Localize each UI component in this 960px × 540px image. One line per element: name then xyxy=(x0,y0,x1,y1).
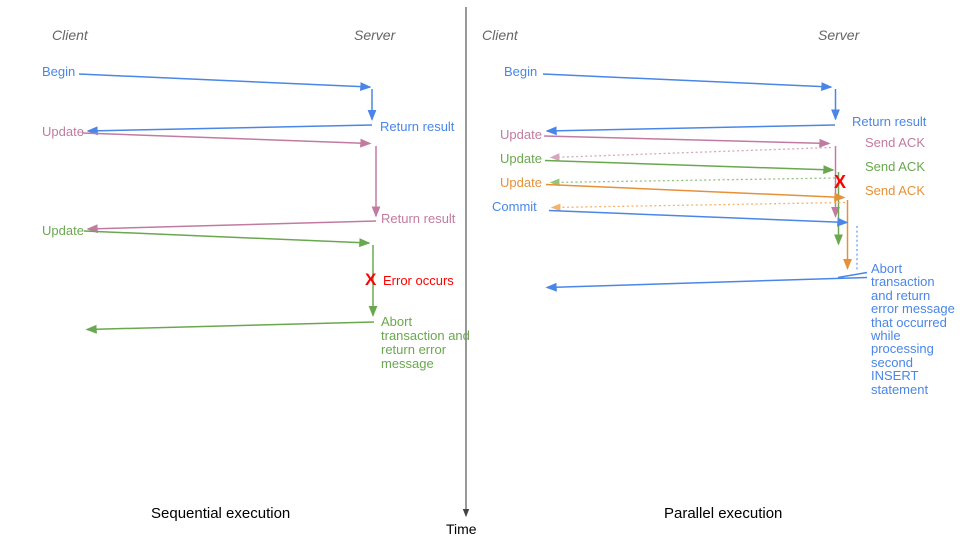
right-abort-connector-line xyxy=(837,271,868,279)
right-commit-request-arrow xyxy=(548,209,849,227)
left-error-x-icon: X xyxy=(365,270,377,289)
right-update-2-label: Update xyxy=(500,151,542,166)
right-client-header: Client xyxy=(482,27,518,43)
right-send-ack-3-arrow xyxy=(550,201,846,212)
right-update-1-request-arrow xyxy=(543,135,831,148)
right-send-ack-1-arrow xyxy=(549,146,832,162)
right-send-ack-2-label: Send ACK xyxy=(865,159,925,174)
left-update-2-request-arrow xyxy=(83,230,371,248)
left-update-1-request-arrow xyxy=(81,132,372,148)
right-diagram-title: Parallel execution xyxy=(664,505,783,522)
right-server-header: Server xyxy=(818,27,860,43)
right-abort-return-arrow xyxy=(545,276,868,292)
left-return-result-2-label: Return result xyxy=(381,211,456,226)
right-update-3-label: Update xyxy=(500,175,542,190)
left-error-occurs-label: Error occurs xyxy=(383,273,454,288)
right-update-3-request-arrow xyxy=(545,183,846,202)
left-begin-label: Begin xyxy=(42,64,76,79)
right-commit-label: Commit xyxy=(492,199,537,214)
right-error-x-icon: X xyxy=(834,172,847,192)
left-client-header: Client xyxy=(52,27,88,43)
right-abort-message-label: Abort transaction and return error messa… xyxy=(871,261,955,397)
left-update-2-label: Update xyxy=(42,223,84,238)
time-axis-label: Time xyxy=(446,521,477,537)
right-return-result-label: Return result xyxy=(852,114,927,129)
left-abort-return-arrow xyxy=(85,321,375,334)
left-return-result-1-label: Return result xyxy=(380,119,455,134)
right-send-ack-2-arrow xyxy=(549,177,836,187)
right-update-2-request-arrow xyxy=(544,159,835,175)
right-return-result-arrow xyxy=(545,124,836,136)
left-begin-request-arrow xyxy=(78,73,372,92)
right-begin-request-arrow xyxy=(542,73,833,92)
left-update-1-label: Update xyxy=(42,124,84,139)
right-send-ack-3-label: Send ACK xyxy=(865,183,925,198)
left-abort-message-label: Abort transaction and return error messa… xyxy=(381,314,470,371)
left-return-result-2-arrow xyxy=(86,220,377,234)
left-diagram-title: Sequential execution xyxy=(151,505,291,522)
left-server-header: Server xyxy=(354,27,396,43)
left-return-result-1-arrow xyxy=(86,124,373,136)
right-send-ack-1-label: Send ACK xyxy=(865,135,925,150)
right-update-1-label: Update xyxy=(500,127,542,142)
right-begin-label: Begin xyxy=(504,64,538,79)
